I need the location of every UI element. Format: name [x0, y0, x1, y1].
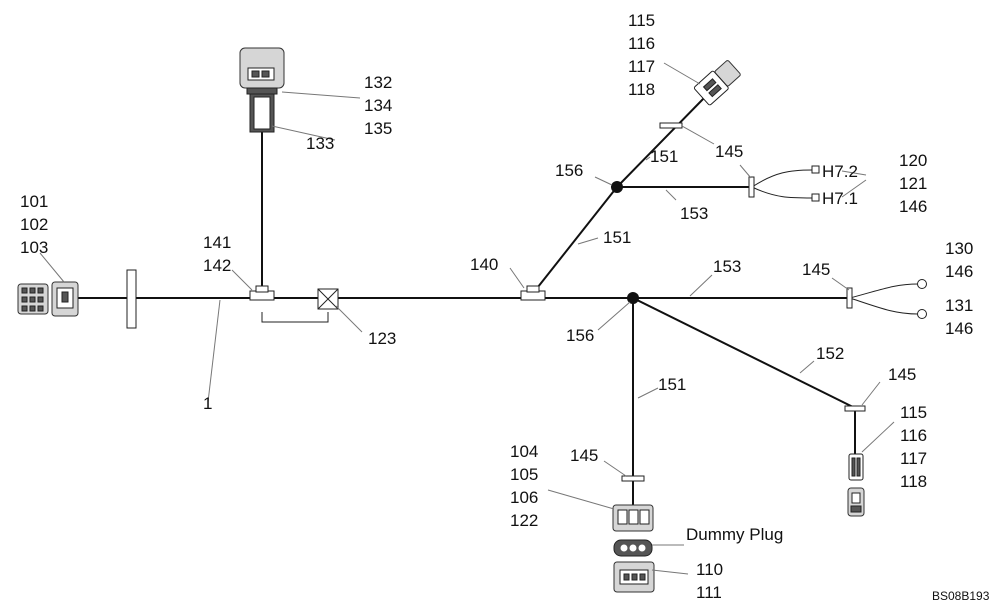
label-151-upper: 151	[650, 147, 678, 166]
label-117-upper: 117	[628, 57, 655, 76]
label-156-upper: 156	[555, 161, 583, 180]
drawing-code: BS08B193	[932, 589, 990, 603]
split-wire-ends	[751, 165, 927, 319]
wire-131	[849, 297, 919, 315]
cable-tie-145-bottom-icon	[621, 475, 645, 482]
label-102: 102	[20, 215, 48, 234]
label-104: 104	[510, 442, 538, 461]
ring-terminal-130-icon	[917, 279, 927, 289]
label-117-lower: 117	[900, 449, 927, 468]
label-121: 121	[899, 174, 927, 193]
connector-132-icon	[239, 47, 285, 133]
label-153-lower: 153	[713, 257, 741, 276]
label-146-h7: 146	[899, 197, 927, 216]
label-111: 111	[696, 583, 722, 602]
label-151-lower: 151	[658, 375, 686, 394]
label-120: 120	[899, 151, 927, 170]
branch-wire-to-connector-115-upper	[616, 95, 707, 188]
label-132: 132	[364, 73, 392, 92]
label-151-middle: 151	[603, 228, 631, 247]
label-146-right-b: 146	[945, 319, 973, 338]
terminal-h71-icon	[811, 193, 820, 202]
cable-tie-145-right-icon	[846, 287, 853, 309]
label-142: 142	[203, 256, 231, 275]
label-152: 152	[816, 344, 844, 363]
label-141: 141	[203, 233, 231, 252]
clip-icon	[126, 269, 137, 329]
label-h71: H7.1	[822, 189, 858, 208]
connector-110-icon	[613, 561, 655, 593]
label-123: 123	[368, 329, 396, 348]
junctions	[126, 122, 866, 482]
label-145-upper: 145	[715, 142, 743, 161]
cable-tie-145-h7-icon	[748, 176, 755, 198]
connector-104-icon	[612, 504, 654, 532]
label-153-upper: 153	[680, 204, 708, 223]
splice-node-156-lower-icon	[627, 292, 639, 304]
connectors	[17, 47, 865, 593]
label-101: 101	[20, 192, 48, 211]
wire-h72	[751, 169, 813, 188]
t-fitting-141-icon	[249, 285, 275, 301]
connector-115-lower-icon	[847, 453, 865, 517]
label-145-right: 145	[802, 260, 830, 279]
label-115-lower: 115	[900, 403, 927, 422]
cable-tie-145-upper-icon	[659, 122, 683, 129]
branch-wire-152	[632, 297, 856, 409]
label-130: 130	[945, 239, 973, 258]
label-h72: H7.2	[822, 162, 858, 181]
connector-115-upper-icon	[693, 60, 741, 106]
wire-h71	[751, 186, 813, 199]
label-115-upper: 115	[628, 11, 655, 30]
dummy-plug-icon	[613, 539, 653, 557]
label-118-lower: 118	[900, 472, 927, 491]
splice-node-156-upper-icon	[611, 181, 623, 193]
label-122: 122	[510, 511, 538, 530]
harness-wires	[78, 95, 856, 505]
label-118-upper: 118	[628, 80, 655, 99]
label-134: 134	[364, 96, 392, 115]
leader-lines	[39, 62, 895, 575]
grommet-123-icon	[317, 288, 339, 310]
label-116-upper: 116	[628, 34, 655, 53]
label-116-lower: 116	[900, 426, 927, 445]
label-dummy-plug: Dummy Plug	[686, 525, 783, 544]
label-135: 135	[364, 119, 392, 138]
label-156-lower: 156	[566, 326, 594, 345]
label-145-lower: 145	[888, 365, 916, 384]
wire-130	[849, 283, 919, 299]
label-1: 1	[203, 394, 212, 413]
branch-wire-to-node-156-upper	[533, 186, 618, 293]
label-140: 140	[470, 255, 498, 274]
label-103: 103	[20, 238, 48, 257]
cable-tie-145-lower-icon	[844, 405, 866, 412]
terminal-h72-icon	[811, 165, 820, 174]
label-133: 133	[306, 134, 334, 153]
part-labels: 101 102 103 1 141 142 132 134 135 133 12…	[20, 11, 990, 603]
label-145-bottom: 145	[570, 446, 598, 465]
label-105: 105	[510, 465, 538, 484]
connector-101-icon	[17, 281, 79, 317]
label-110: 110	[696, 560, 723, 579]
t-fitting-140-icon	[520, 285, 546, 301]
length-bracket	[261, 312, 329, 323]
label-106: 106	[510, 488, 538, 507]
label-146-right-a: 146	[945, 262, 973, 281]
label-131: 131	[945, 296, 973, 315]
ring-terminal-131-icon	[917, 309, 927, 319]
